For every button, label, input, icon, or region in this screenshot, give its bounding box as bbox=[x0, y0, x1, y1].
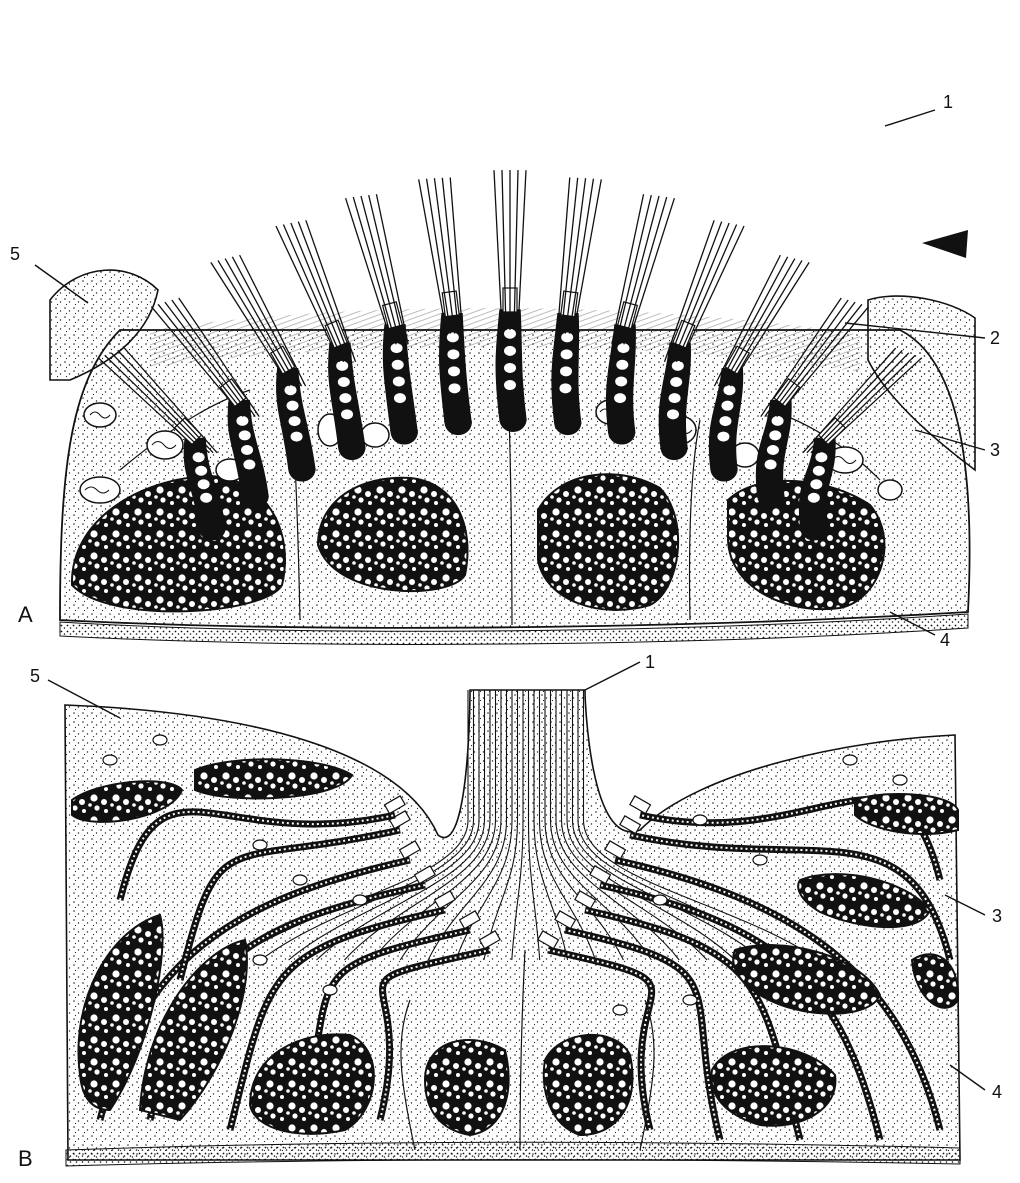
panel-b: 1 3 4 5 B bbox=[18, 652, 1002, 1171]
cell-vacuole bbox=[810, 479, 822, 489]
panel-a-callout-1: 1 bbox=[943, 92, 953, 112]
vesicle bbox=[693, 815, 707, 825]
cell-vacuole bbox=[815, 452, 827, 462]
cell-vacuole bbox=[723, 385, 735, 395]
cell-vacuole bbox=[617, 343, 629, 353]
panel-a-callout-5: 5 bbox=[10, 244, 20, 264]
cell-vacuole bbox=[338, 377, 350, 387]
panel-b-callout-1: 1 bbox=[645, 652, 655, 672]
cell-vacuole bbox=[504, 346, 516, 356]
panel-a-leader-1 bbox=[885, 110, 935, 126]
cell-vacuole bbox=[447, 332, 459, 342]
panel-b-leader-1 bbox=[585, 662, 640, 690]
cell-vacuole bbox=[616, 360, 628, 370]
panel-b-callout-3: 3 bbox=[992, 906, 1002, 926]
vesicle bbox=[753, 855, 767, 865]
cell-vacuole bbox=[195, 466, 207, 476]
vesicle bbox=[843, 755, 857, 765]
cell-vacuole bbox=[339, 393, 351, 403]
cilium bbox=[518, 170, 526, 330]
cell-vacuole bbox=[767, 445, 779, 455]
cell-vacuole bbox=[808, 493, 820, 503]
cell-vacuole bbox=[287, 401, 299, 411]
cell-vacuole bbox=[241, 445, 253, 455]
vesicle bbox=[613, 1005, 627, 1015]
cell-vacuole bbox=[200, 493, 212, 503]
cell-vacuole bbox=[667, 409, 679, 419]
cell-vacuole bbox=[717, 432, 729, 442]
panel-b-callout-4: 4 bbox=[992, 1082, 1002, 1102]
cell-vacuole bbox=[504, 329, 516, 339]
vesicle bbox=[153, 735, 167, 745]
cell-vacuole bbox=[769, 430, 781, 440]
cell-vacuole bbox=[391, 343, 403, 353]
cell-vacuole bbox=[561, 332, 573, 342]
cell-vacuole bbox=[392, 360, 404, 370]
cell-vacuole bbox=[243, 460, 255, 470]
vesicle bbox=[893, 775, 907, 785]
cell-vacuole bbox=[336, 361, 348, 371]
vesicle bbox=[683, 995, 697, 1005]
cell-vacuole bbox=[504, 363, 516, 373]
panel-a-nucleus bbox=[538, 474, 678, 610]
cell-vacuole bbox=[291, 432, 303, 442]
vesicle bbox=[653, 895, 667, 905]
apical-segment bbox=[630, 796, 651, 814]
panel-b-callout-5: 5 bbox=[30, 666, 40, 686]
vesicle bbox=[253, 840, 267, 850]
cell-vacuole bbox=[765, 460, 777, 470]
cell-vacuole bbox=[813, 466, 825, 476]
cell-vacuole bbox=[721, 401, 733, 411]
cell-vacuole bbox=[393, 376, 405, 386]
panel-a-callout-4: 4 bbox=[940, 630, 950, 650]
cell-vacuole bbox=[394, 393, 406, 403]
vesicle bbox=[253, 955, 267, 965]
cell-vacuole bbox=[198, 479, 210, 489]
vesicle bbox=[353, 895, 367, 905]
vesicle bbox=[323, 985, 337, 995]
cell-vacuole bbox=[560, 366, 572, 376]
panel-a: 1 2 3 4 5 A bbox=[10, 92, 1000, 650]
cell-vacuole bbox=[615, 376, 627, 386]
cell-vacuole bbox=[449, 383, 461, 393]
cell-vacuole bbox=[285, 385, 297, 395]
cell-vacuole bbox=[772, 416, 784, 426]
cell-vacuole bbox=[614, 393, 626, 403]
cell-vacuole bbox=[193, 452, 205, 462]
panel-b-label: B bbox=[18, 1146, 33, 1171]
cell-vacuole bbox=[289, 416, 301, 426]
cilium bbox=[494, 170, 502, 330]
cell-vacuole bbox=[239, 430, 251, 440]
cell-vacuole bbox=[448, 366, 460, 376]
panel-b-basement-membrane bbox=[66, 1142, 960, 1166]
panel-a-arrowhead bbox=[922, 230, 968, 258]
cell-vacuole bbox=[559, 383, 571, 393]
panel-a-callout-2: 2 bbox=[990, 328, 1000, 348]
cell-vacuole bbox=[672, 361, 684, 371]
cell-vacuole bbox=[669, 393, 681, 403]
vesicle bbox=[103, 755, 117, 765]
panel-a-label: A bbox=[18, 602, 33, 627]
vesicle bbox=[293, 875, 307, 885]
cell-vacuole bbox=[447, 349, 459, 359]
cell-vacuole bbox=[236, 416, 248, 426]
cell-vacuole bbox=[341, 409, 353, 419]
cell-vacuole bbox=[719, 416, 731, 426]
panel-a-callout-3: 3 bbox=[990, 440, 1000, 460]
cell-vacuole bbox=[504, 380, 516, 390]
cell-vacuole bbox=[670, 377, 682, 387]
cell-vacuole bbox=[561, 349, 573, 359]
